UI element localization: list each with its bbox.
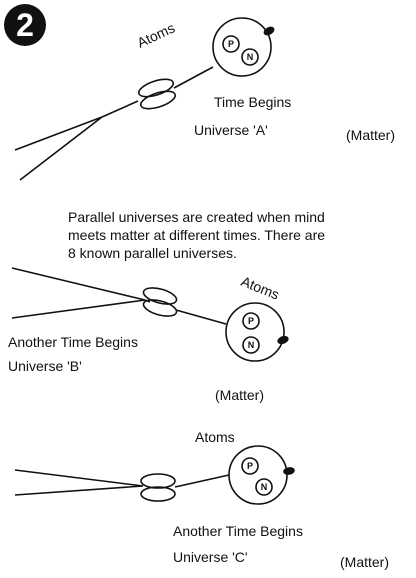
universe-c-matter-label: (Matter) <box>340 554 389 570</box>
explanation-line-3: 8 known parallel universes. <box>68 244 416 262</box>
universe-a-cone-lines <box>15 117 102 180</box>
universe-c-axon <box>175 475 229 487</box>
universe-b-ring-upper <box>142 285 178 307</box>
universe-c-graphic <box>15 446 294 504</box>
universe-b-ring-lower <box>142 297 178 319</box>
universe-b-cone-lines <box>12 268 145 318</box>
universe-a-ring-lower <box>139 88 178 112</box>
universe-c-name-label: Universe 'C' <box>173 549 248 565</box>
universe-b-atoms-label: Atoms <box>239 273 282 303</box>
universe-c-time-label: Another Time Begins <box>173 523 303 539</box>
universe-a-matter-label: (Matter) <box>346 127 395 143</box>
universe-b-neutron-label: N <box>248 340 255 350</box>
universe-a-atom-circle <box>213 18 271 76</box>
universe-a-time-label: Time Begins <box>214 94 291 110</box>
universe-b-name-label: Universe 'B' <box>8 358 82 374</box>
universe-a-name-label: Universe 'A' <box>194 122 268 138</box>
universe-c-neutron-label: N <box>261 482 268 492</box>
universe-c-atoms-label: Atoms <box>195 429 235 445</box>
explanation-line-2: meets matter at different times. There a… <box>68 226 416 244</box>
universe-a-neutron-label: N <box>247 52 254 62</box>
universe-a-ring-upper <box>137 76 176 100</box>
universe-c-ring-upper <box>141 474 175 488</box>
universe-a-electron <box>263 26 275 36</box>
universe-c-atom-circle <box>229 446 287 504</box>
explanation-line-1: Parallel universes are created when mind <box>68 208 416 226</box>
universe-a-atoms-label: Atoms <box>135 19 178 50</box>
universe-c-proton-label: P <box>247 461 253 471</box>
universe-b-proton-label: P <box>248 316 254 326</box>
universe-c-cone-lines <box>15 470 143 495</box>
universe-c-electron <box>284 467 295 475</box>
universe-a-proton-label: P <box>228 39 234 49</box>
universe-b-time-label: Another Time Begins <box>8 334 138 350</box>
explanation-paragraph: Parallel universes are created when mind… <box>68 208 416 262</box>
universe-a-axon <box>174 67 213 88</box>
universe-b-axon <box>176 310 226 324</box>
universe-a-stem <box>102 101 138 117</box>
universe-b-matter-label: (Matter) <box>215 387 264 403</box>
universe-c-ring-lower <box>141 487 175 501</box>
universe-b-electron <box>277 335 288 344</box>
